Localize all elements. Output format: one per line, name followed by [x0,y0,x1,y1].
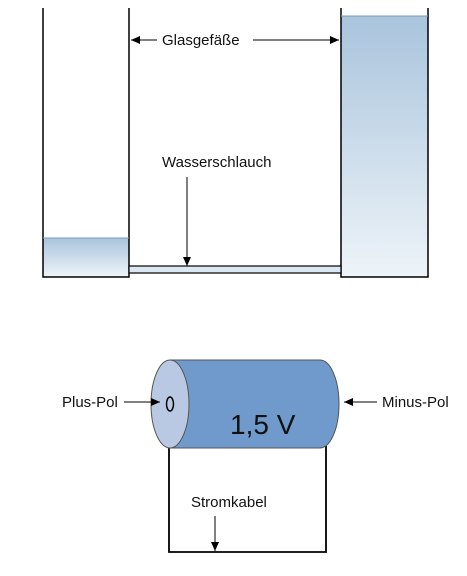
water-hose-label: Wasserschlauch [162,154,271,171]
power-cable-label: Stromkabel [191,494,267,511]
power-cable [168,404,327,553]
battery: 1,5 V [150,359,340,449]
plus-pole-label: Plus-Pol [62,394,118,411]
battery-circuit: 1,5 V Plus-Pol Minus-Pol Stromkabel [62,359,449,553]
left-vessel-water [43,238,129,277]
water-hose [128,265,342,274]
battery-voltage-label: 1,5 V [230,409,296,440]
minus-pole-label: Minus-Pol [382,394,449,411]
right-glass-vessel [340,8,429,278]
plus-terminal [165,396,175,412]
left-glass-vessel [42,8,130,278]
glass-vessels-label: Glasgefäße [162,32,240,49]
right-vessel-water [341,16,428,277]
water-analogy: Glasgefäße Wasserschlauch [42,8,429,278]
battery-end-cap [150,359,190,449]
